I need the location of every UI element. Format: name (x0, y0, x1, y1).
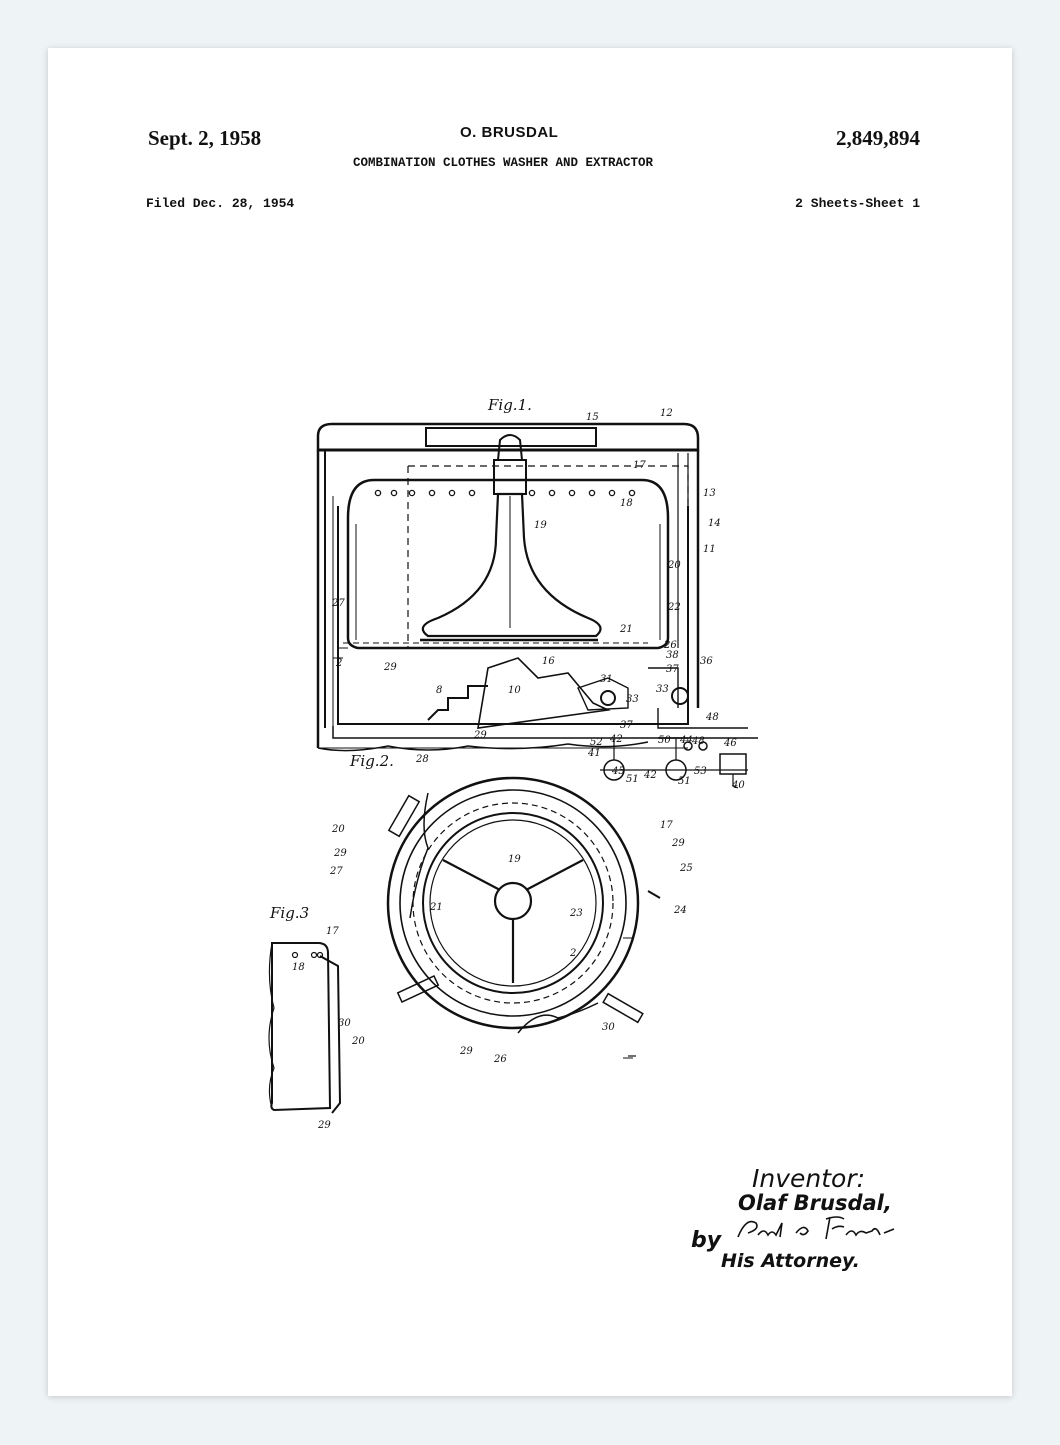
ref-28: 28 (415, 754, 429, 765)
ref-36: 36 (700, 656, 713, 667)
ref-17b: 17 (660, 820, 673, 831)
ref-15: 15 (586, 412, 599, 423)
ref-21b: 21 (429, 902, 443, 913)
ref-21: 21 (619, 624, 633, 635)
ref-20b: 20 (331, 824, 345, 835)
ref-18: 18 (620, 498, 633, 509)
ref-17: 17 (633, 460, 646, 471)
ref-3a: 2 (569, 948, 576, 959)
ref-30a: 30 (602, 1022, 615, 1033)
ref-29e: 29 (459, 1046, 473, 1057)
ref-23: 23 (569, 908, 583, 919)
ref-52: 52 (590, 737, 603, 748)
patent-drawing: Fig.1. Fig.2. Fig.3 15 12 17 13 18 14 11… (268, 396, 758, 1131)
ref-48b: 48 (691, 736, 705, 747)
fig3-label: Fig.3 (269, 904, 309, 922)
ref-29c: 29 (333, 848, 347, 859)
ref-45: 45 (611, 766, 625, 777)
ref-42: 42 (643, 770, 657, 781)
ref-51a: 51 (626, 774, 639, 785)
ref-27b: 27 (329, 866, 343, 877)
fig2-label: Fig.2. (349, 752, 394, 770)
ref-31a: 31 (600, 674, 613, 685)
fig1-label: Fig.1. (487, 396, 532, 414)
inventor-label: Inventor: (752, 1164, 866, 1193)
ref-50: 50 (658, 735, 671, 746)
ref-11: 11 (703, 544, 716, 555)
ref-46: 46 (723, 738, 737, 749)
ref-12: 12 (660, 408, 673, 419)
fig2-top-view (386, 776, 661, 1059)
ref-17c: 17 (326, 926, 339, 937)
fig1-washer-section (316, 422, 758, 752)
ref-19b: 19 (508, 854, 521, 865)
ref-38: 38 (666, 650, 679, 661)
ref-40: 40 (731, 780, 745, 791)
ref-26b: 26 (493, 1054, 507, 1065)
ref-18b: 18 (292, 962, 305, 973)
ref-48a: 48 (705, 712, 719, 723)
filed-date: Filed Dec. 28, 1954 (146, 196, 295, 211)
ref-13: 13 (703, 488, 716, 499)
inventor-name-header: O. BRUSDAL (460, 124, 559, 141)
ref-25: 25 (679, 863, 693, 874)
inventor-signature-name: Olaf Brusdal, (738, 1191, 892, 1215)
ref-29f: 29 (317, 1120, 331, 1131)
ref-8: 8 (436, 685, 442, 696)
ref-37: 37 (666, 664, 679, 675)
ref-20c: 20 (351, 1036, 365, 1047)
ref-2a: 2 (335, 658, 342, 669)
patent-sheet: Sept. 2, 1958 O. BRUSDAL 2,849,894 COMBI… (48, 48, 1012, 1396)
fig3-wall-detail (268, 942, 342, 1114)
ref-24: 24 (673, 905, 687, 916)
patent-date: Sept. 2, 1958 (148, 126, 262, 150)
ref-43: 42 (609, 734, 623, 745)
ref-30b: 30 (338, 1018, 351, 1029)
ref-33a: 33 (626, 694, 639, 705)
patent-number: 2,849,894 (836, 126, 920, 150)
sheet-count: 2 Sheets-Sheet 1 (795, 196, 920, 211)
control-linkage (600, 738, 748, 789)
ref-26: 26 (663, 640, 677, 651)
ref-22: 22 (667, 602, 681, 613)
ref-19: 19 (534, 520, 547, 531)
ref-37b: 37 (620, 720, 633, 731)
ref-33b: 33 (656, 684, 669, 695)
ref-29a: 29 (383, 662, 397, 673)
attorney-title: His Attorney. (721, 1250, 860, 1272)
by-label: by (691, 1228, 722, 1253)
ref-29b: 29 (473, 730, 487, 741)
ref-20: 20 (667, 560, 681, 571)
ref-10: 10 (508, 685, 521, 696)
ref-41: 41 (587, 748, 601, 759)
ref-53: 53 (694, 766, 707, 777)
ref-16: 16 (542, 656, 555, 667)
ref-44: 44 (679, 735, 693, 746)
ref-51b: 51 (678, 776, 691, 787)
patent-title: COMBINATION CLOTHES WASHER AND EXTRACTOR (353, 156, 654, 170)
ref-14: 14 (708, 518, 721, 529)
ref-29d: 29 (671, 838, 685, 849)
ref-27: 27 (331, 598, 345, 609)
attorney-signature (737, 1216, 895, 1240)
